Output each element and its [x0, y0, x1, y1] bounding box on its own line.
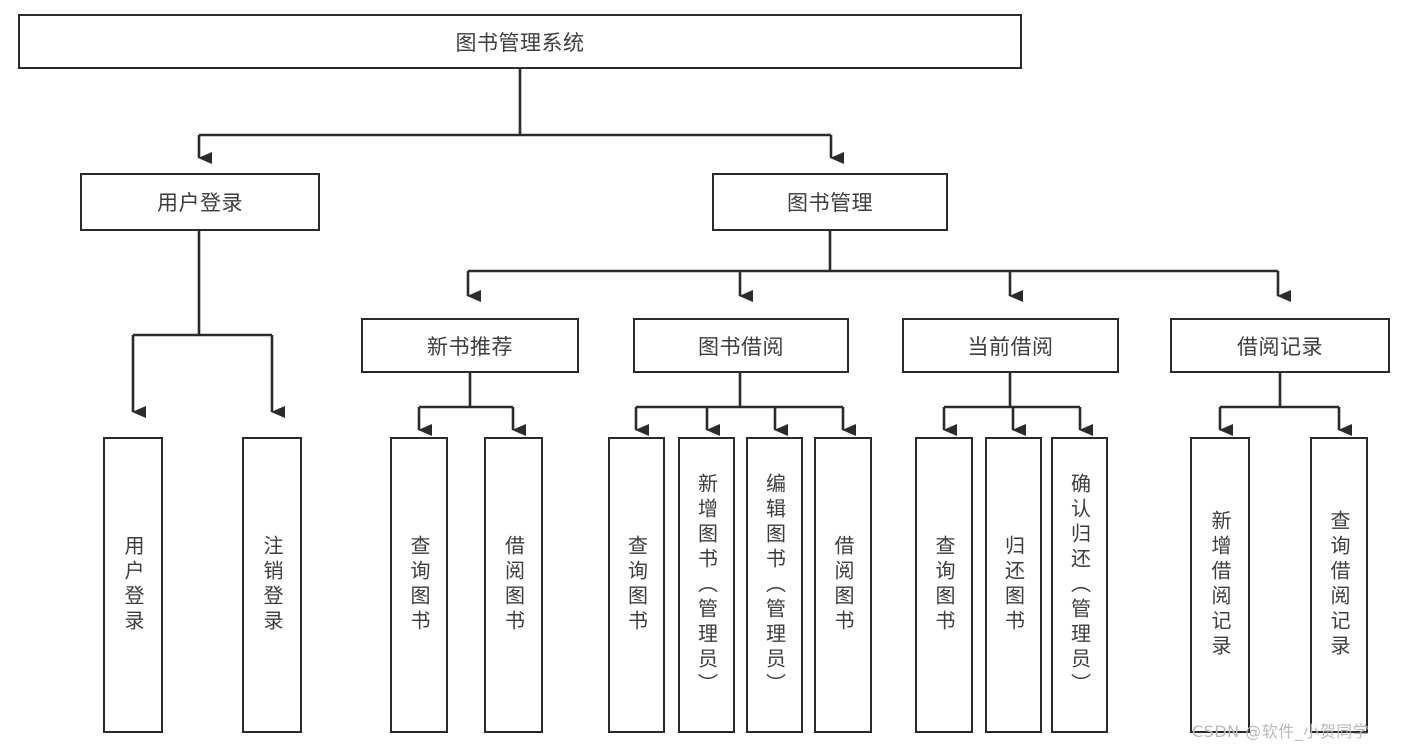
node-user-login-label: 用户登录: [157, 191, 243, 215]
leaf-query-book-label: 查询图书: [624, 535, 649, 635]
node-book-borrow[interactable]: 图书借阅: [633, 318, 849, 373]
node-user-login[interactable]: 用户登录: [80, 173, 320, 231]
leaf-borrow-book-rec-label: 借阅图书: [501, 535, 526, 635]
node-borrow-record[interactable]: 借阅记录: [1170, 318, 1390, 373]
node-current-borrow-label: 当前借阅: [967, 334, 1054, 359]
node-root[interactable]: 图书管理系统: [18, 14, 1022, 69]
node-book-manage-label: 图书管理: [787, 191, 873, 215]
leaf-borrow-book[interactable]: 借阅图书: [814, 437, 872, 733]
leaf-query-borrow-record[interactable]: 查询借阅记录: [1310, 437, 1368, 733]
leaf-add-borrow-record[interactable]: 新增借阅记录: [1190, 437, 1250, 733]
leaf-return-book[interactable]: 归还图书: [985, 437, 1042, 733]
leaf-confirm-return-admin[interactable]: 确认归还（管理员）: [1051, 437, 1108, 733]
leaf-user-login[interactable]: 用户登录: [103, 437, 163, 733]
leaf-query-book-cur-label: 查询图书: [932, 535, 956, 635]
node-book-manage[interactable]: 图书管理: [712, 173, 948, 231]
leaf-query-book[interactable]: 查询图书: [608, 437, 665, 733]
node-book-borrow-label: 图书借阅: [698, 334, 784, 359]
leaf-logout[interactable]: 注销登录: [242, 437, 302, 733]
leaf-borrow-book-label: 借阅图书: [831, 535, 855, 635]
node-current-borrow[interactable]: 当前借阅: [902, 318, 1119, 373]
leaf-return-book-label: 归还图书: [1001, 535, 1026, 635]
leaf-add-book-admin-label: 新增图书（管理员）: [694, 472, 719, 698]
leaf-user-login-label: 用户登录: [121, 535, 145, 635]
leaf-borrow-book-rec[interactable]: 借阅图书: [484, 437, 543, 733]
watermark: CSDN @软件_小贺同学: [1192, 722, 1370, 741]
leaf-confirm-return-admin-label: 确认归还（管理员）: [1067, 472, 1092, 698]
node-root-label: 图书管理系统: [455, 30, 585, 55]
leaf-add-book-admin[interactable]: 新增图书（管理员）: [678, 437, 735, 733]
leaf-query-book-cur[interactable]: 查询图书: [915, 437, 973, 733]
leaf-edit-book-admin-label: 编辑图书（管理员）: [762, 472, 787, 698]
leaf-add-borrow-record-label: 新增借阅记录: [1208, 510, 1232, 660]
leaf-query-book-rec-label: 查询图书: [407, 535, 431, 635]
leaf-query-book-rec[interactable]: 查询图书: [390, 437, 448, 733]
node-borrow-record-label: 借阅记录: [1237, 334, 1323, 359]
leaf-logout-label: 注销登录: [260, 535, 284, 635]
node-new-book-rec[interactable]: 新书推荐: [361, 318, 579, 373]
leaf-edit-book-admin[interactable]: 编辑图书（管理员）: [746, 437, 803, 733]
node-new-book-rec-label: 新书推荐: [427, 334, 513, 359]
leaf-query-borrow-record-label: 查询借阅记录: [1327, 510, 1351, 660]
